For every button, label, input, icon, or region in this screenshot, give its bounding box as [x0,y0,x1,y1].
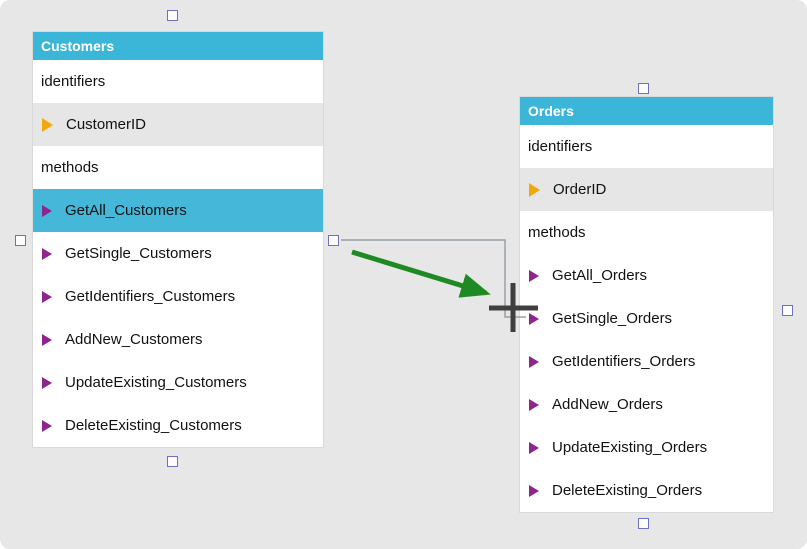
identifier-label: CustomerID [66,116,147,133]
identifier-arrow-icon [42,117,53,132]
method-row[interactable]: UpdateExisting_Customers [33,361,323,404]
method-label: GetSingle_Customers [65,245,212,262]
customers-identifier-row[interactable]: CustomerID [33,103,323,146]
method-row[interactable]: DeleteExisting_Customers [33,404,323,447]
selection-handle-orders-right[interactable] [782,305,793,316]
method-label: GetIdentifiers_Customers [65,288,236,305]
method-row[interactable]: AddNew_Customers [33,318,323,361]
method-arrow-icon [529,441,539,454]
method-row[interactable]: DeleteExisting_Orders [520,469,773,512]
method-row[interactable]: GetAll_Customers [33,189,323,232]
method-arrow-icon [42,333,52,346]
selection-handle-orders-bottom[interactable] [638,518,649,529]
method-label: GetAll_Customers [65,202,187,219]
method-label: UpdateExisting_Orders [552,439,708,456]
orders-identifier-row[interactable]: OrderID [520,168,773,211]
method-label: AddNew_Customers [65,331,203,348]
selection-handle-orders-top[interactable] [638,83,649,94]
orders-identifiers-section-label: identifiers [520,125,773,168]
entity-orders-header[interactable]: Orders [520,97,773,125]
method-label: AddNew_Orders [552,396,663,413]
method-row[interactable]: GetIdentifiers_Customers [33,275,323,318]
method-arrow-icon [42,247,52,260]
selection-handle-customers-bottom[interactable] [167,456,178,467]
method-arrow-icon [529,484,539,497]
method-row[interactable]: GetAll_Orders [520,254,773,297]
orders-methods-section-label: methods [520,211,773,254]
entity-orders[interactable]: Orders identifiers OrderID methods GetAl… [520,97,773,512]
method-row[interactable]: UpdateExisting_Orders [520,426,773,469]
method-arrow-icon [529,398,539,411]
connector-line [341,239,526,318]
entity-customers[interactable]: Customers identifiers CustomerID methods… [33,32,323,447]
selection-handle-customers-left[interactable] [15,235,26,246]
method-label: DeleteExisting_Customers [65,417,242,434]
method-arrow-icon [529,355,539,368]
method-row[interactable]: AddNew_Orders [520,383,773,426]
method-arrow-icon [529,312,539,325]
method-label: DeleteExisting_Orders [552,482,703,499]
method-row[interactable]: GetSingle_Orders [520,297,773,340]
identifier-label: OrderID [553,181,607,198]
method-row[interactable]: GetSingle_Customers [33,232,323,275]
method-arrow-icon [529,269,539,282]
method-row[interactable]: GetIdentifiers_Orders [520,340,773,383]
method-arrow-icon [42,419,52,432]
method-arrow-icon [42,290,52,303]
selection-handle-customers-top[interactable] [167,10,178,21]
identifier-arrow-icon [529,182,540,197]
selection-handle-customers-right[interactable] [328,235,339,246]
method-label: GetSingle_Orders [552,310,673,327]
method-arrow-icon [42,376,52,389]
drag-arrow-icon [351,249,491,298]
method-label: GetIdentifiers_Orders [552,353,696,370]
customers-methods-section-label: methods [33,146,323,189]
customers-identifiers-section-label: identifiers [33,60,323,103]
method-label: UpdateExisting_Customers [65,374,247,391]
entity-customers-header[interactable]: Customers [33,32,323,60]
method-arrow-icon [42,204,52,217]
method-label: GetAll_Orders [552,267,648,284]
